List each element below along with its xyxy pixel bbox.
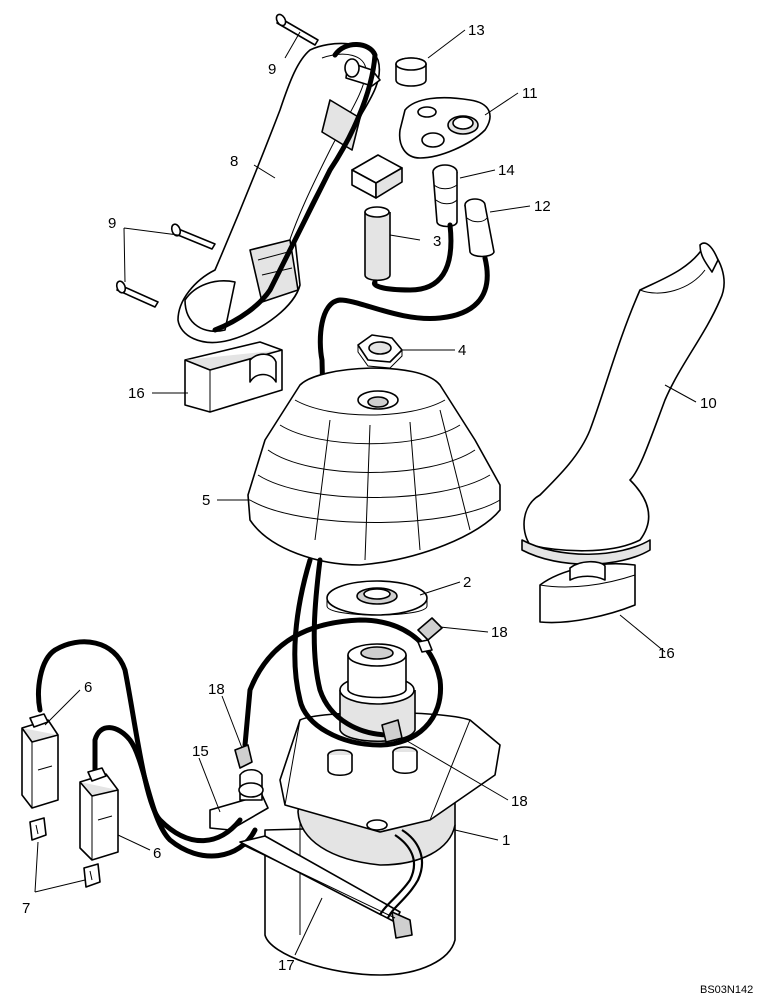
callout-9-left: 9 [108,215,116,232]
switch-14-wire [371,222,454,293]
nut-part-4 [357,334,403,369]
washer-part-2 [326,580,428,616]
pad-part-3 [351,154,403,282]
handle-half-part-10 [521,242,725,566]
callout-7: 7 [22,900,30,917]
screws-part-9-lower [115,223,216,308]
callout-9-top: 9 [268,61,276,78]
handle-half-part-8 [177,42,381,344]
cap-part-13 [395,57,427,87]
callout-16-left: 16 [128,385,145,402]
strap-part-17 [239,835,413,939]
leader-lines [34,29,697,956]
callout-10: 10 [700,395,717,412]
switch-plate-part-11 [398,96,491,159]
callout-labels: 9 13 11 8 14 12 9 3 4 16 10 5 2 18 16 6 … [22,22,717,974]
callout-6-lower: 6 [153,845,161,862]
callout-3: 3 [433,233,441,250]
switch-part-12 [464,198,495,258]
cable-to-connector-upper [36,639,243,844]
terminal-part-7-a [29,817,47,841]
main-cable-inner [311,557,393,738]
callout-2: 2 [463,574,471,591]
cable-to-connector-lower [92,725,258,859]
connector-part-6-upper [21,713,59,809]
main-cable-loop [242,557,444,748]
drawing-reference-code: BS03N142 [700,984,753,996]
block-part-16-right [539,560,636,624]
callout-1: 1 [502,832,510,849]
callout-5: 5 [202,492,210,509]
cable-tie-part-18-top [417,617,443,653]
callout-16-right: 16 [658,645,675,662]
base-side-wire [379,834,416,916]
cable-tie-part-18-left [234,744,253,769]
connector-part-6-lower [79,767,119,861]
handle-wire [212,42,378,333]
bracket-part-15 [209,768,269,831]
callout-12: 12 [534,198,551,215]
cable-tie-part-18-right [381,719,403,743]
callout-14: 14 [498,162,515,179]
callout-18-right: 18 [511,793,528,810]
boot-part-5 [247,367,501,566]
callout-17: 17 [278,957,295,974]
base-side-wire-2 [386,829,424,919]
callout-18-top: 18 [491,624,508,641]
callout-4: 4 [458,342,466,359]
callout-8: 8 [230,153,238,170]
callout-11: 11 [522,85,538,102]
switch-part-14 [432,164,458,228]
callout-15: 15 [192,743,209,760]
callout-18-left: 18 [208,681,225,698]
block-part-16-left [184,341,283,413]
screw-part-9-upper [275,13,319,46]
callout-13: 13 [468,22,485,39]
terminal-part-7-b [83,863,101,888]
callout-6-upper: 6 [84,679,92,696]
